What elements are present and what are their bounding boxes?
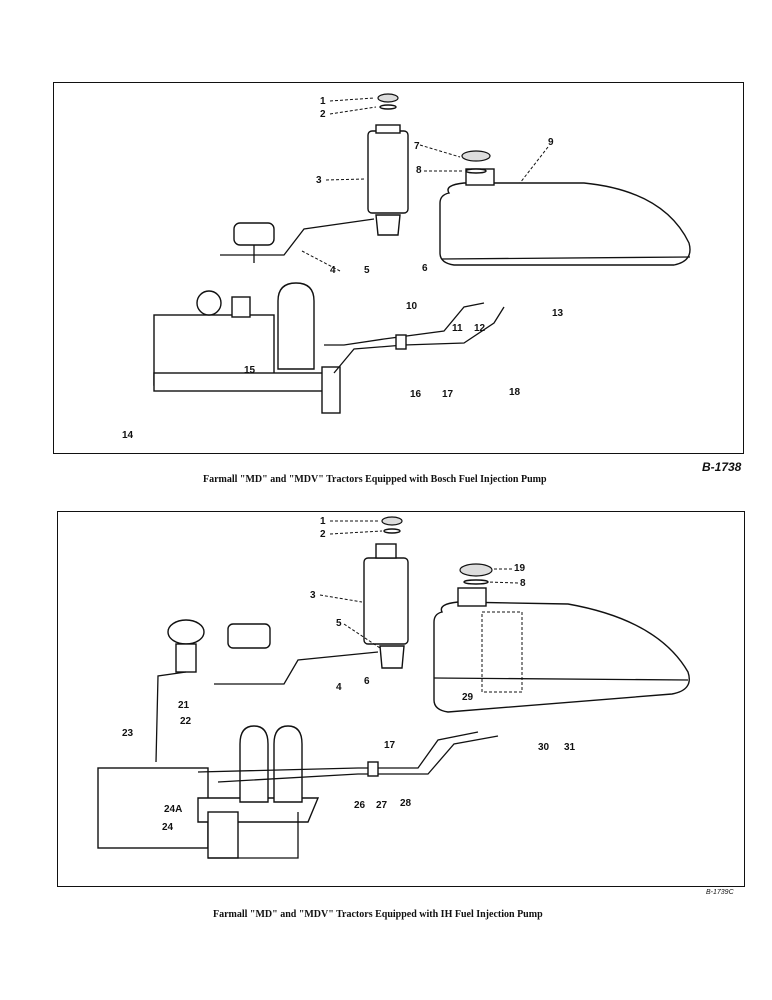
callout-14: 14 [122, 430, 134, 441]
callout-4: 4 [330, 265, 336, 276]
callout-28: 28 [400, 798, 412, 809]
fuel-line-28 [217, 735, 499, 783]
callout-6: 6 [364, 676, 370, 687]
figure-code-bottom: B-1739C [706, 889, 734, 896]
callout-6: 6 [422, 263, 428, 274]
caption-bosch: Farmall "MD" and "MDV" Tractors Equipped… [203, 474, 547, 485]
vent-assembly [167, 619, 205, 645]
primer-pump [227, 623, 271, 649]
callout-31: 31 [564, 742, 576, 753]
callout-4: 4 [336, 682, 342, 693]
callout-17: 17 [384, 740, 396, 751]
primer-pump [233, 222, 275, 246]
fuel-line-10 [324, 302, 485, 346]
callout-24: 24 [162, 822, 174, 833]
tank-filler-neck [457, 587, 487, 607]
filter-cap [381, 516, 403, 526]
callout-19: 19 [514, 563, 526, 574]
ih-fuel-system-drawing: 1 2 3 4 5 6 17 19 8 21 22 23 24A 24 26 2… [97, 516, 690, 859]
fuel-filter-body [363, 557, 409, 645]
fuel-filter-canister [277, 282, 315, 370]
leader-lines [319, 520, 519, 649]
callout-21: 21 [178, 700, 190, 711]
callout-10: 10 [406, 301, 418, 312]
callout-9: 9 [548, 137, 554, 148]
fuel-line-26 [197, 731, 479, 773]
sediment-bowl [379, 645, 405, 669]
callout-18: 18 [509, 387, 521, 398]
callout-30: 30 [538, 742, 550, 753]
governor-housing [97, 767, 209, 849]
callout-8: 8 [520, 578, 526, 589]
callout-3: 3 [316, 175, 322, 186]
callout-8: 8 [416, 165, 422, 176]
callout-7: 7 [414, 141, 420, 152]
callout-15: 15 [244, 365, 256, 376]
fuel-filter-body [367, 130, 409, 214]
callout-29: 29 [462, 692, 474, 703]
fuel-tank [439, 182, 691, 266]
filter-cap [377, 93, 399, 103]
callout-5: 5 [364, 265, 370, 276]
callout-16: 16 [410, 389, 422, 400]
callout-5: 5 [336, 618, 342, 629]
callout-12: 12 [474, 323, 486, 334]
bosch-fuel-system-drawing: 1 2 3 4 5 6 7 8 9 10 11 12 13 14 15 16 1… [122, 93, 691, 441]
tee-fitting [395, 334, 407, 350]
caption-ih: Farmall "MD" and "MDV" Tractors Equipped… [213, 909, 543, 920]
filler-cap [461, 150, 491, 162]
callout-1: 1 [320, 516, 326, 527]
callout-27: 27 [376, 800, 388, 811]
tee-fitting [367, 761, 379, 777]
callout-2: 2 [320, 529, 326, 540]
callout-3: 3 [310, 590, 316, 601]
callout-26: 26 [354, 800, 366, 811]
diagram-panel-bosch: 1 2 3 4 5 6 7 8 9 10 11 12 13 14 15 16 1… [53, 82, 744, 454]
callout-labels: 1 2 3 4 5 6 7 8 9 10 11 12 13 14 15 16 1… [122, 96, 564, 441]
callout-11: 11 [452, 323, 463, 334]
callout-17: 17 [442, 389, 454, 400]
callout-24A: 24A [164, 804, 182, 815]
callout-2: 2 [320, 109, 326, 120]
callout-23: 23 [122, 728, 134, 739]
diagram-panel-ih: 1 2 3 4 5 6 17 19 8 21 22 23 24A 24 26 2… [57, 511, 745, 887]
cap-gasket [465, 168, 487, 174]
callout-1: 1 [320, 96, 326, 107]
callout-labels: 1 2 3 4 5 6 17 19 8 21 22 23 24A 24 26 2… [122, 516, 576, 833]
callout-13: 13 [552, 308, 564, 319]
callout-22: 22 [180, 716, 192, 727]
fuel-line-18 [333, 306, 505, 374]
leader-lines [301, 97, 549, 272]
figure-code-top: B-1738 [702, 460, 742, 474]
filler-cap [459, 563, 493, 577]
sediment-bowl [375, 214, 401, 236]
injection-pump [153, 372, 325, 392]
